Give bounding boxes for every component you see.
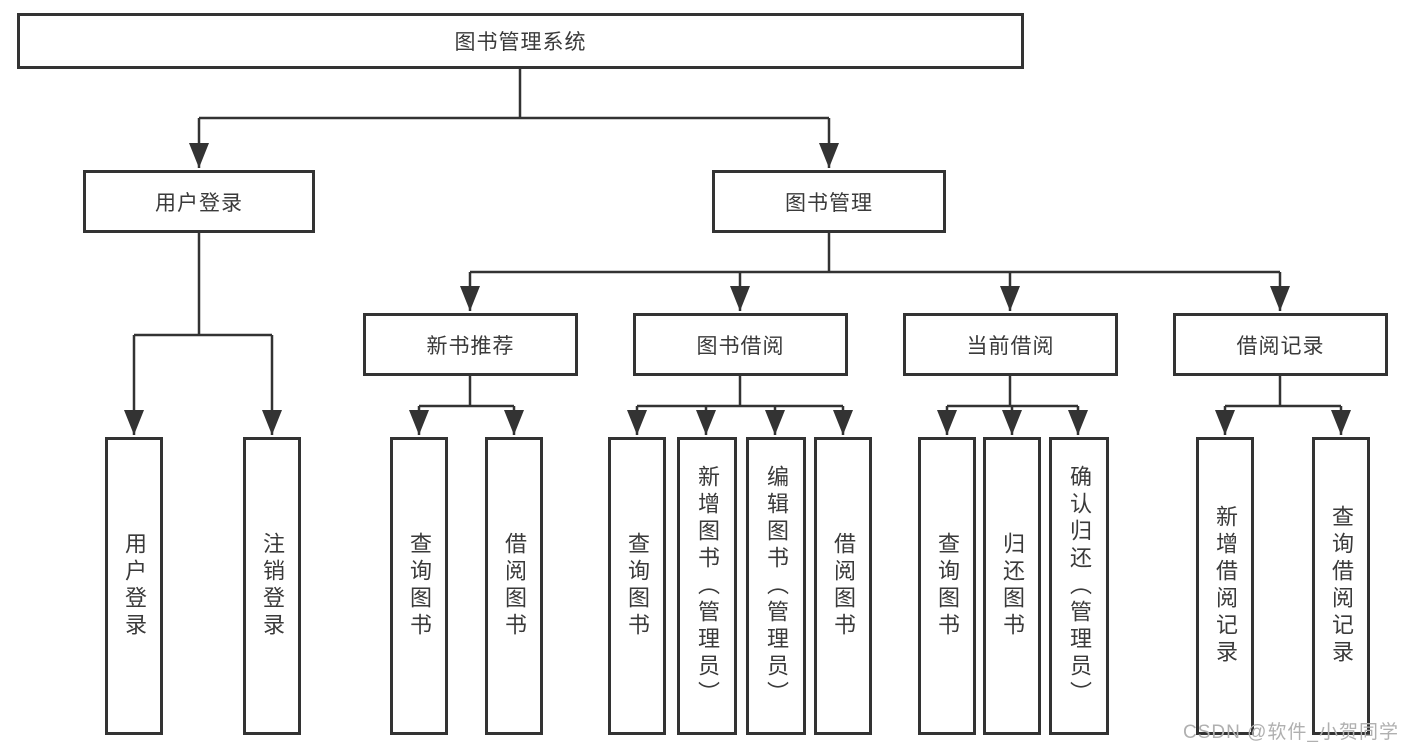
leaf-recommend-borrow-books: 借阅图书 [485,437,543,735]
node-current-borrow: 当前借阅 [903,313,1118,376]
leaf-edit-books-admin: 编辑图书（管理员） [746,437,806,735]
leaf-query-borrow-record: 查询借阅记录 [1312,437,1370,735]
node-library-system: 图书管理系统 [17,13,1024,69]
node-label: 用户登录 [122,532,147,640]
leaf-recommend-query-books: 查询图书 [390,437,448,735]
node-new-book-recommend: 新书推荐 [363,313,578,376]
node-label: 用户登录 [155,191,243,215]
leaf-confirm-return-admin: 确认归还（管理员） [1049,437,1109,735]
node-label: 编辑图书（管理员） [764,464,789,708]
node-label: 借阅记录 [1236,334,1325,358]
node-label: 查询图书 [625,532,650,640]
node-borrow-records: 借阅记录 [1173,313,1388,376]
node-label: 归还图书 [1000,532,1025,640]
node-label: 查询图书 [935,532,960,640]
csdn-watermark: CSDN @软件_小贺同学 [1183,722,1399,743]
node-label: 图书管理系统 [454,31,587,54]
node-label: 借阅图书 [502,532,527,640]
leaf-add-borrow-record: 新增借阅记录 [1196,437,1254,735]
leaf-add-books-admin: 新增图书（管理员） [677,437,737,735]
node-label: 借阅图书 [831,532,856,640]
node-label: 查询图书 [407,532,432,640]
leaf-return-books: 归还图书 [983,437,1041,735]
leaf-current-query-books: 查询图书 [918,437,976,735]
node-label: 新增图书（管理员） [695,464,720,708]
node-label: 新书推荐 [426,334,515,358]
node-book-management: 图书管理 [712,170,946,233]
node-label: 图书借阅 [696,334,785,358]
node-label: 新增借阅记录 [1213,505,1238,667]
leaf-logout: 注销登录 [243,437,301,735]
leaf-user-login: 用户登录 [105,437,163,735]
node-label: 当前借阅 [966,334,1055,358]
node-book-borrow: 图书借阅 [633,313,848,376]
node-label: 图书管理 [785,191,873,215]
node-label: 注销登录 [260,532,285,640]
node-label: 确认归还（管理员） [1067,464,1092,708]
node-label: 查询借阅记录 [1329,505,1354,667]
leaf-borrow-books: 借阅图书 [814,437,872,735]
node-user-login: 用户登录 [83,170,315,233]
leaf-borrow-query-books: 查询图书 [608,437,666,735]
